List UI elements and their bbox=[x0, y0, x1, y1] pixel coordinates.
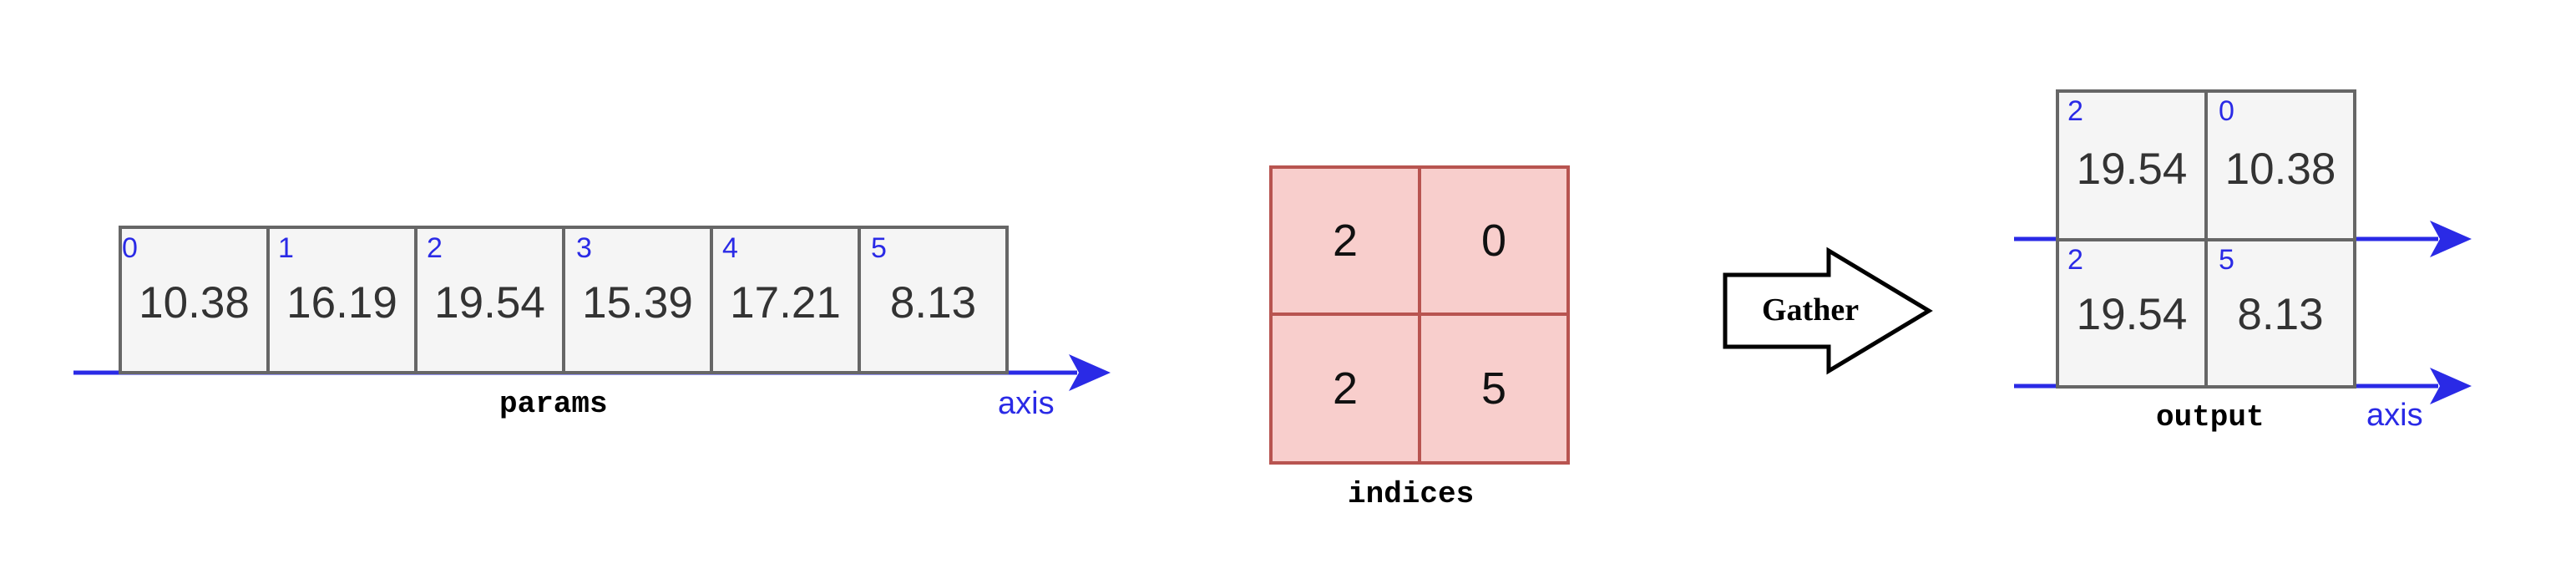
output-value: 19.54 bbox=[2076, 290, 2188, 339]
output-axis-label: axis bbox=[2366, 398, 2423, 433]
output-value: 8.13 bbox=[2237, 290, 2324, 339]
params-value: 19.54 bbox=[434, 278, 545, 328]
indices-cell: 2 bbox=[1269, 165, 1421, 316]
params-cell bbox=[119, 226, 270, 374]
indices-cell: 0 bbox=[1418, 165, 1570, 316]
params-value: 8.13 bbox=[889, 278, 977, 328]
output-index: 5 bbox=[2219, 244, 2234, 276]
gather-arrow-shape bbox=[1723, 246, 1933, 375]
indices-cell: 2 bbox=[1269, 312, 1421, 465]
output-cell bbox=[2204, 238, 2356, 389]
params-axis-label: axis bbox=[998, 386, 1055, 421]
params-value: 15.39 bbox=[582, 278, 693, 328]
params-cell bbox=[562, 226, 713, 374]
output-value: 10.38 bbox=[2224, 145, 2336, 194]
params-cell bbox=[414, 226, 565, 374]
params-value: 10.38 bbox=[139, 278, 250, 328]
params-cell bbox=[858, 226, 1009, 374]
output-axis-arrowhead bbox=[2430, 368, 2472, 404]
gather-label: Gather bbox=[1762, 292, 1860, 328]
output-label: output bbox=[2156, 400, 2265, 434]
params-index: 0 bbox=[122, 232, 138, 264]
output-cell bbox=[2204, 89, 2356, 241]
params-index: 4 bbox=[722, 232, 738, 264]
indices-label: indices bbox=[1348, 477, 1475, 511]
output-index: 2 bbox=[2067, 95, 2083, 127]
output-row-arrowhead bbox=[2430, 221, 2472, 257]
params-index: 5 bbox=[871, 232, 887, 264]
params-index: 1 bbox=[278, 232, 294, 264]
output-index: 0 bbox=[2219, 95, 2234, 127]
params-index: 3 bbox=[576, 232, 592, 264]
params-cell bbox=[710, 226, 861, 374]
params-value: 17.21 bbox=[730, 278, 841, 328]
params-axis-arrowhead bbox=[1069, 354, 1111, 391]
indices-cell: 5 bbox=[1418, 312, 1570, 465]
output-index: 2 bbox=[2067, 244, 2083, 276]
params-index: 2 bbox=[427, 232, 443, 264]
params-label: params bbox=[499, 387, 608, 421]
params-value: 16.19 bbox=[286, 278, 397, 328]
output-value: 19.54 bbox=[2076, 145, 2188, 194]
